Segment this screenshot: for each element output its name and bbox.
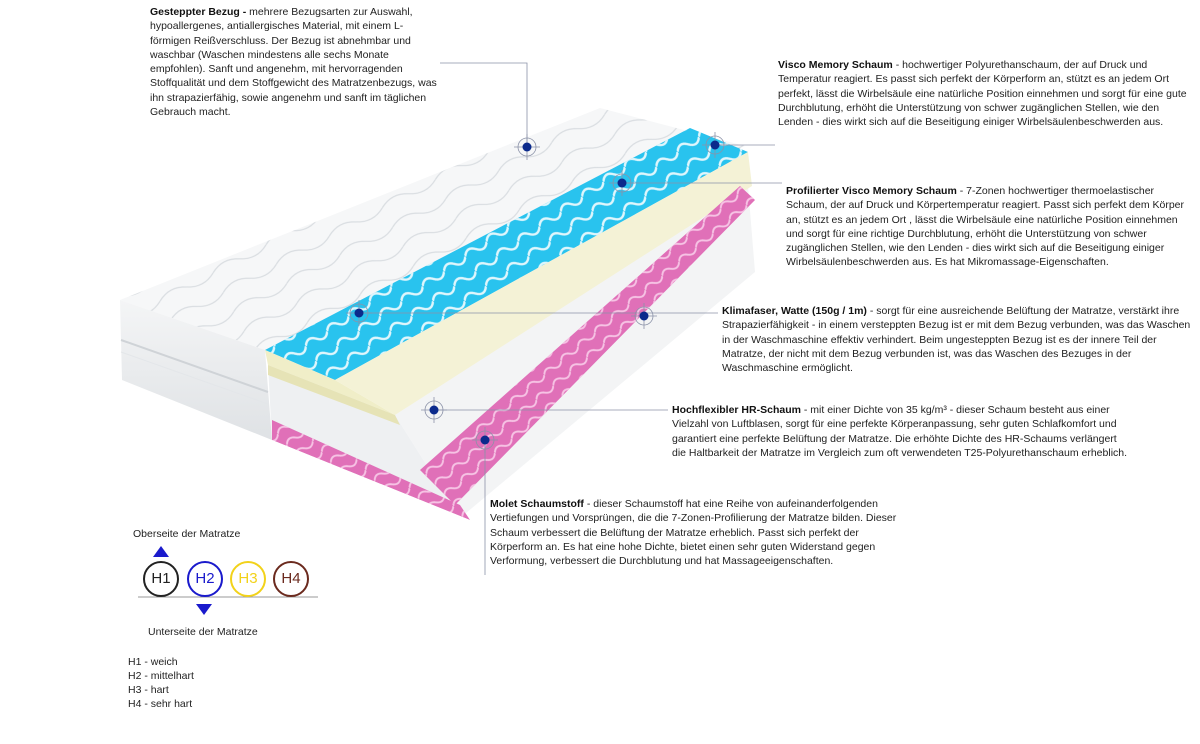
note-title: Hochflexibler HR-Schaum (672, 404, 801, 416)
up-arrow-icon (153, 546, 169, 557)
hardness-h4: H4 (273, 561, 309, 597)
legend-h4: H4 - sehr hart (128, 698, 193, 710)
note-title: Klimafaser, Watte (150g / 1m) (722, 305, 867, 317)
note-text: - sorgt für eine ausreichende Belüftung … (722, 305, 1191, 375)
note-title: Visco Memory Schaum (778, 59, 893, 71)
note-profil: Profilierter Visco Memory Schaum - 7-Zon… (786, 184, 1186, 270)
note-bezug: Gesteppter Bezug - mehrere Bezugsarten z… (150, 5, 440, 119)
cover-side (120, 300, 272, 440)
note-hr: Hochflexibler HR-Schaum - mit einer Dich… (672, 403, 1132, 460)
note-text: - dieser Schaumstoff hat eine Reihe von … (490, 498, 897, 568)
note-text: - mit einer Dichte von 35 kg/m³ - dieser… (672, 404, 1128, 459)
bottom-side-label: Unterseite der Matratze (148, 626, 258, 638)
hardness-h3: H3 (230, 561, 266, 597)
legend-h2: H2 - mittelhart (128, 670, 194, 682)
top-side-label: Oberseite der Matratze (133, 528, 241, 540)
note-title: Molet Schaumstoff (490, 498, 584, 510)
klimafaser-layer (265, 350, 395, 415)
note-klima: Klimafaser, Watte (150g / 1m) - sorgt fü… (722, 304, 1192, 375)
core-side (268, 365, 460, 518)
note-visco: Visco Memory Schaum - hochwertiger Polyu… (778, 58, 1188, 129)
note-text: - hochwertiger Polyurethanschaum, der au… (778, 59, 1187, 129)
note-text: - 7-Zonen hochwertiger thermoelastischer… (786, 185, 1185, 269)
note-text: mehrere Bezugsarten zur Auswahl, hypoall… (150, 6, 437, 119)
legend-h1: H1 - weich (128, 656, 178, 668)
note-molet: Molet Schaumstoff - dieser Schaumstoff h… (490, 497, 900, 568)
legend-h3: H3 - hart (128, 684, 169, 696)
hardness-h1: H1 (143, 561, 179, 597)
hardness-h2: H2 (187, 561, 223, 597)
down-arrow-icon (196, 604, 212, 615)
note-title: Profilierter Visco Memory Schaum (786, 185, 957, 197)
marker-points (346, 132, 728, 453)
note-title: Gesteppter Bezug - (150, 6, 247, 18)
